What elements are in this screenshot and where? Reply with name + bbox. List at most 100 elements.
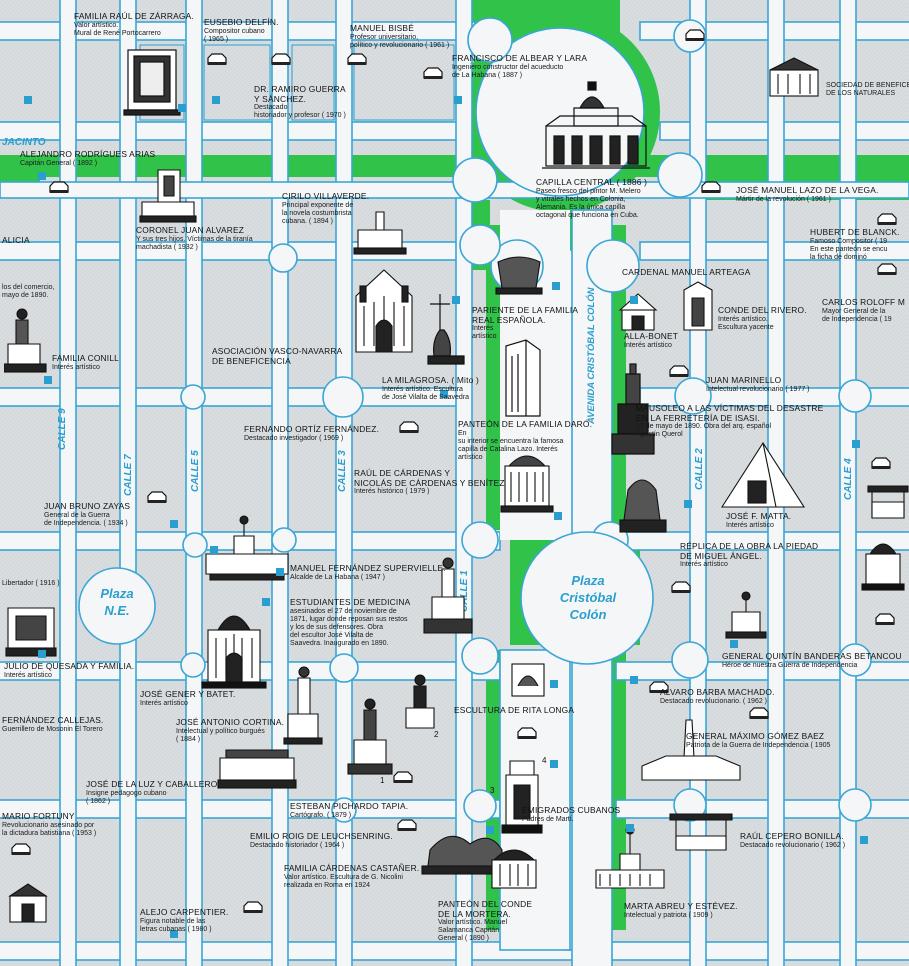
tomb-icon[interactable] <box>516 726 538 740</box>
label-realespanola[interactable]: PARIENTE DE LA FAMILIA REAL ESPAÑOLA.Int… <box>472 305 579 341</box>
estudiantes-medicina-icon[interactable] <box>198 596 270 690</box>
tomb-icon[interactable] <box>10 842 32 856</box>
location-marker[interactable] <box>262 598 270 606</box>
location-marker[interactable] <box>630 296 638 304</box>
label-zarraga[interactable]: FAMILIA RAÚL DE ZÁRRAGA.Valor artístico.… <box>74 11 194 37</box>
label-ortiz[interactable]: FERNANDO ORTÍZ FERNÁNDEZ.Destacado inves… <box>244 424 380 442</box>
bonet-chapel-icon[interactable] <box>616 290 660 334</box>
tomb-icon[interactable] <box>876 262 898 276</box>
location-marker[interactable] <box>550 760 558 768</box>
emigrados-icon[interactable] <box>500 755 544 837</box>
label-capilla[interactable]: CAPILLA CENTRAL ( 1886 )Paseo fresco del… <box>536 177 648 219</box>
zarraga-mural-icon[interactable] <box>120 40 184 118</box>
vasco-navarra-icon[interactable] <box>350 266 418 356</box>
tomb-icon[interactable] <box>146 490 168 504</box>
tomb-icon[interactable] <box>398 420 420 434</box>
label-cardenas[interactable]: RAÚL DE CÁRDENAS Y NICOLÁS DE CÁRDENAS Y… <box>354 468 505 496</box>
luz-caballero-icon[interactable] <box>216 742 298 794</box>
cortina-column-icon[interactable] <box>280 664 326 746</box>
label-villaverde[interactable]: CIRILO VILLAVERDE.Principal exponente de… <box>282 191 370 225</box>
cardenas-pantheon-icon[interactable] <box>497 446 557 516</box>
label-libertador[interactable]: Libertador ( 1916 ) <box>2 580 60 587</box>
label-roig[interactable]: EMILIO ROIG DE LEUCHSENRING.Destacado hi… <box>250 831 393 849</box>
tomb-icon[interactable] <box>392 770 414 784</box>
label-replica[interactable]: RÉPLICA DE LA OBRA LA PIEDAD DE MIGUEL Á… <box>680 541 819 569</box>
location-marker[interactable] <box>554 512 562 520</box>
statue-2-icon[interactable] <box>400 672 440 734</box>
location-marker[interactable] <box>730 640 738 648</box>
location-marker[interactable] <box>626 824 634 832</box>
tomb-icon[interactable] <box>206 52 228 66</box>
label-delfin[interactable]: EUSEBIO DELFÍN.Compositor cubano ( 1965 … <box>204 17 279 43</box>
label-quesada[interactable]: JULIO DE QUESADA Y FAMILIA.Interés artís… <box>4 661 135 679</box>
milagrosa-icon[interactable] <box>422 290 468 368</box>
statue-1-icon[interactable] <box>344 696 396 780</box>
supervielle-icon[interactable] <box>200 512 294 584</box>
label-carpentier[interactable]: ALEJO CARPENTIER.Figura notable de las l… <box>140 907 229 933</box>
daro-pantheon-icon[interactable] <box>496 336 546 420</box>
tomb-icon[interactable] <box>48 180 70 194</box>
location-marker[interactable] <box>452 296 460 304</box>
label-mausoleo[interactable]: MAUSOLEO A LAS VÍCTIMAS DEL DESASTRE EN … <box>636 403 824 439</box>
tomb-icon[interactable] <box>422 66 444 80</box>
tomb-icon[interactable] <box>668 364 690 378</box>
label-arteaga[interactable]: CARDENAL MANUEL ARTEAGA <box>622 267 751 277</box>
rita-longa-icon[interactable] <box>508 660 548 700</box>
label-sociedad[interactable]: SOCIEDAD DE BENEFICENCIA DE LOS NATURALE… <box>826 82 909 97</box>
location-marker[interactable] <box>212 96 220 104</box>
location-marker[interactable] <box>170 930 178 938</box>
label-blanck[interactable]: HUBERT DE BLANCK.Famoso Compositor ( 19 … <box>810 227 900 261</box>
tomb-icon[interactable] <box>648 680 670 694</box>
label-cepero[interactable]: RAÚL CEPERO BONILLA.Destacado revolucion… <box>740 831 846 849</box>
libertador-column-icon[interactable] <box>420 555 476 641</box>
label-matta[interactable]: JOSÉ F. MATTA.Interés artístico <box>726 511 792 529</box>
label-daro[interactable]: PANTEÓN DE LA FAMILIA DARÓ.En su interio… <box>458 419 593 461</box>
label-castaner[interactable]: FAMILIA CÁRDENAS CASTAÑER.Valor artístic… <box>284 863 420 889</box>
label-comercio[interactable]: los del comercio, mayo de 1890. <box>2 284 55 299</box>
castaner-sculpture-icon[interactable] <box>420 820 510 880</box>
piedad-replica-icon[interactable] <box>618 470 668 536</box>
location-marker[interactable] <box>486 826 494 834</box>
conill-statue-icon[interactable] <box>4 306 48 376</box>
location-marker[interactable] <box>170 520 178 528</box>
matta-pyramid-icon[interactable] <box>718 437 808 513</box>
location-marker[interactable] <box>276 568 284 576</box>
villaverde-tomb-icon[interactable] <box>350 208 410 258</box>
tomb-icon[interactable] <box>684 28 706 42</box>
capilla-central-icon[interactable] <box>540 78 652 178</box>
label-galicia[interactable]: ALICIA <box>2 235 30 245</box>
location-marker[interactable] <box>852 440 860 448</box>
label-vasco[interactable]: ASOCIACIÓN VASCO-NAVARRA DE BENEFICENCIA <box>212 346 343 366</box>
label-guerra[interactable]: DR. RAMIRO GUERRA Y SÁNCHEZ.Destacado hi… <box>254 84 346 120</box>
sociedad-building-icon[interactable] <box>766 54 822 100</box>
label-milagrosa[interactable]: LA MILAGROSA. ( Mito )Interés artístico.… <box>382 375 480 401</box>
label-callejas[interactable]: FERNÁNDEZ CALLEJAS.Guerrillero de Mosoni… <box>2 715 104 733</box>
label-pichardo[interactable]: ESTEBAN PICHARDO TAPIA.Cartógrafo. ( 187… <box>290 801 409 819</box>
location-marker[interactable] <box>178 104 186 112</box>
banderas-monument-icon[interactable] <box>724 590 768 642</box>
tomb-icon[interactable] <box>670 580 692 594</box>
gomez-monument-icon[interactable] <box>636 718 746 790</box>
location-marker[interactable] <box>24 96 32 104</box>
tomb-icon[interactable] <box>700 180 722 194</box>
quesada-tomb-icon[interactable] <box>4 602 58 660</box>
location-marker[interactable] <box>454 96 462 104</box>
tomb-icon[interactable] <box>396 818 418 832</box>
fortuny-chapel-icon[interactable] <box>6 880 50 926</box>
location-marker[interactable] <box>38 650 46 658</box>
location-marker[interactable] <box>684 500 692 508</box>
tomb-icon[interactable] <box>748 706 770 720</box>
label-abreu[interactable]: MARTA ABREU Y ESTÉVEZ.Intelectual y patr… <box>624 901 738 919</box>
rivero-pantheon-icon[interactable] <box>680 280 716 334</box>
